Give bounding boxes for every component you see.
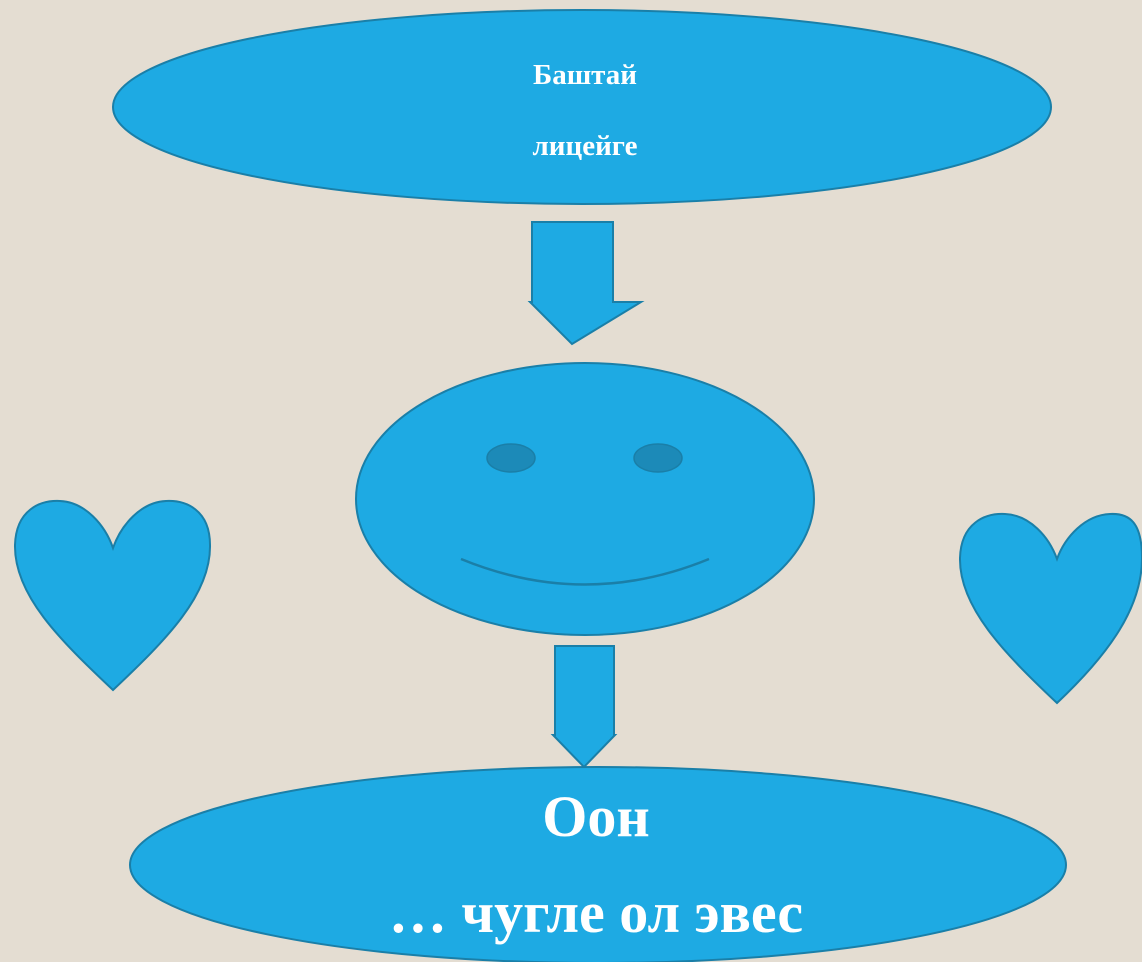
top-oval: Баштай лицейге: [112, 9, 1052, 205]
bottom-oval-line1: Оон: [542, 784, 650, 849]
top-oval-line2: лицейге: [533, 130, 638, 162]
down-arrow-icon: [550, 645, 618, 769]
top-oval-shape: [112, 9, 1052, 205]
bottom-oval-shape: [129, 766, 1067, 962]
heart-icon: [13, 499, 212, 692]
left-eye-icon: [486, 443, 536, 473]
heart-icon: [958, 512, 1142, 705]
right-eye-icon: [633, 443, 683, 473]
face-circle: [355, 362, 815, 636]
bottom-oval-line2: … чугле ол эвес: [389, 880, 803, 945]
bottom-oval: Оон … чугле ол эвес: [129, 766, 1067, 962]
smiley-face-icon: [355, 362, 815, 636]
smile-icon: [460, 557, 710, 586]
down-arrow-icon: [527, 221, 645, 346]
top-oval-line1: Баштай: [533, 59, 637, 91]
